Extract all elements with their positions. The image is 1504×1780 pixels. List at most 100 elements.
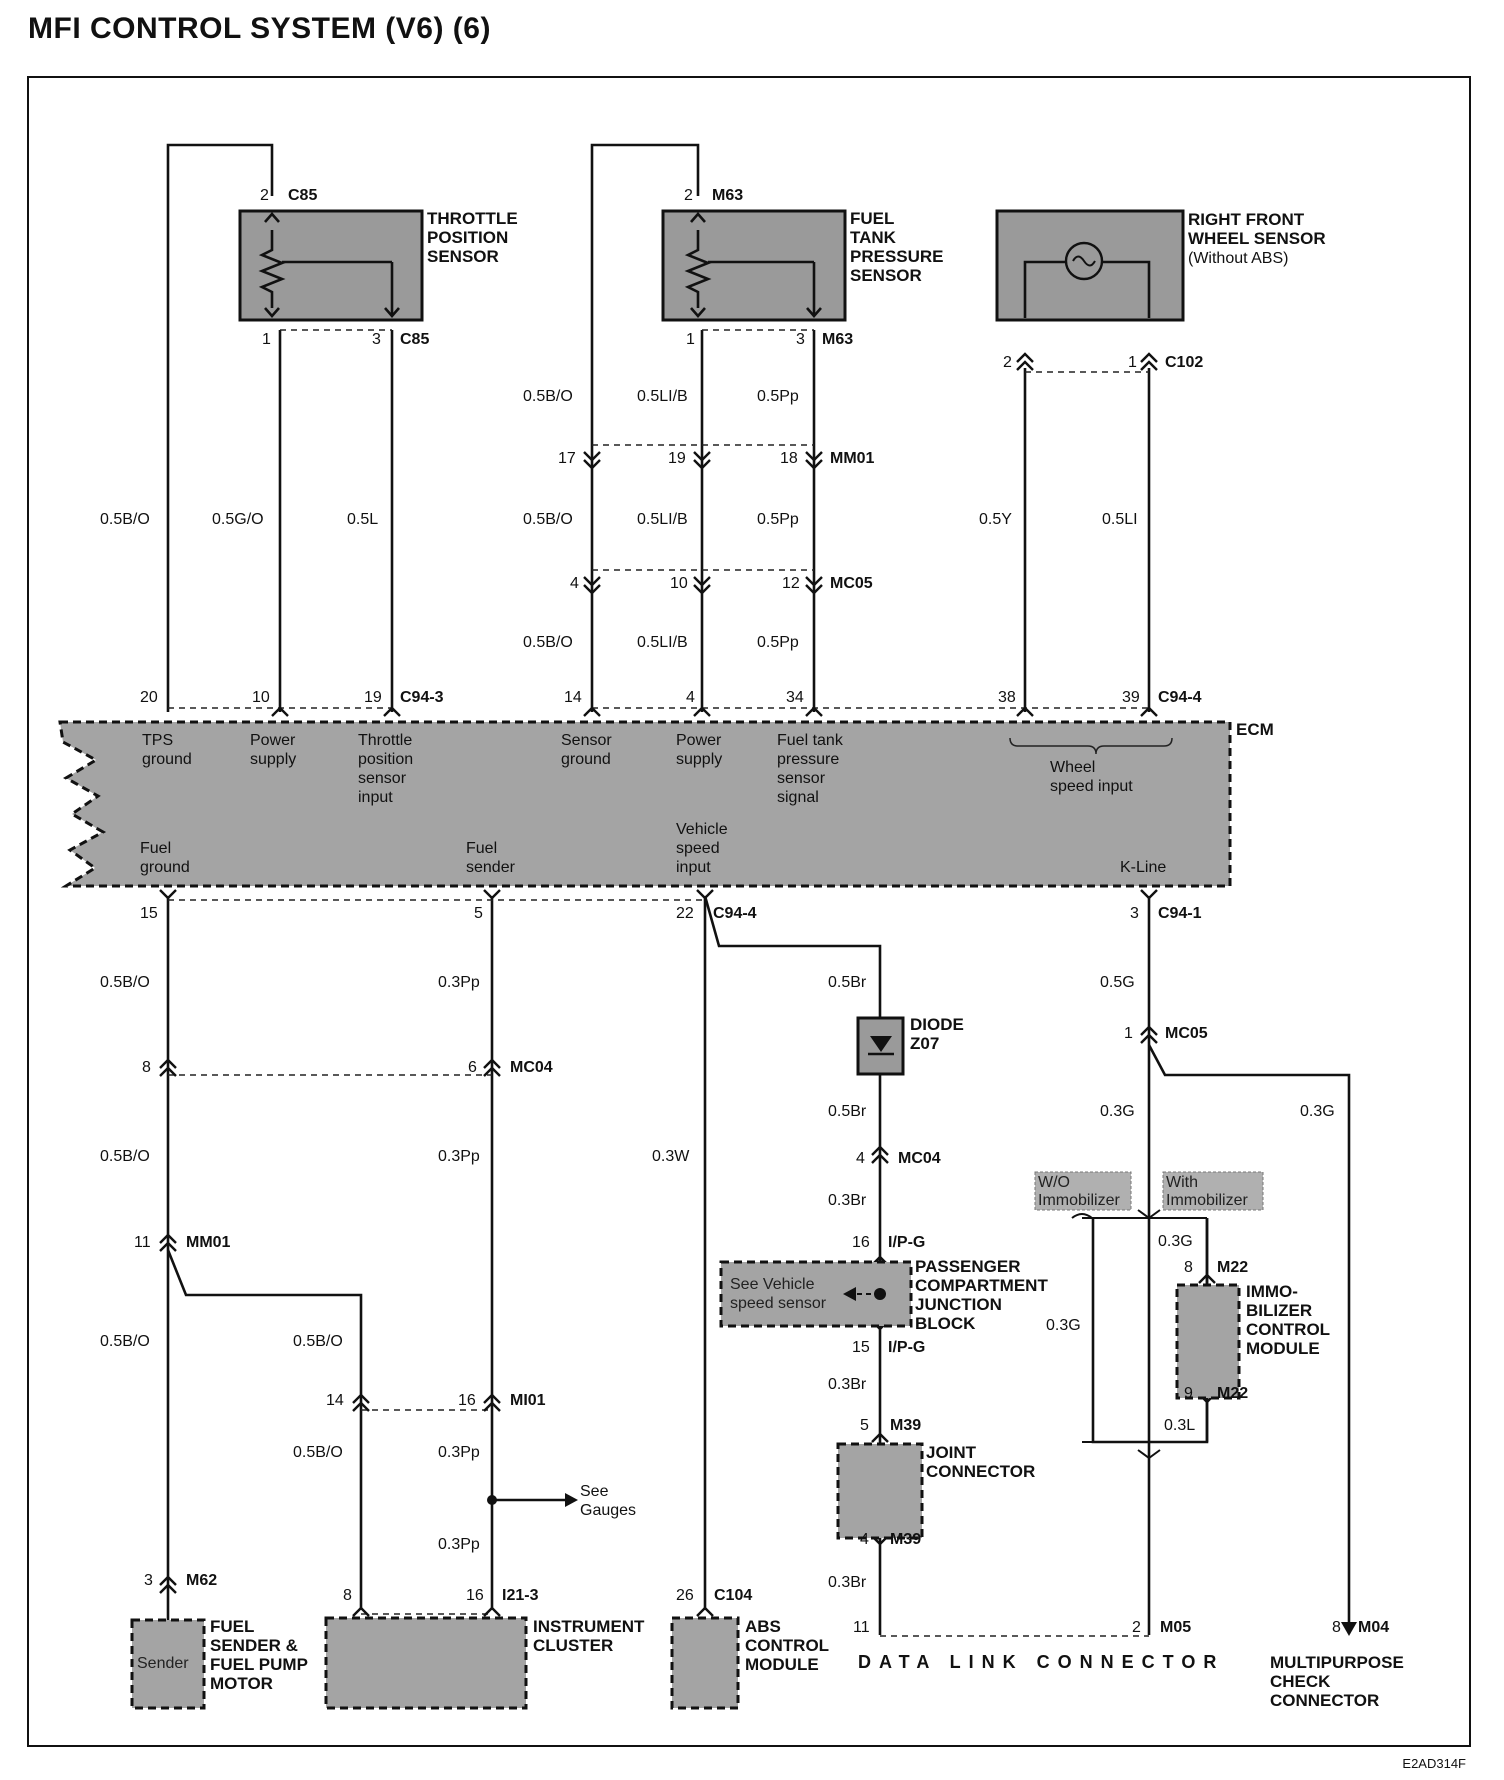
wire-vss-5: 0.3Br: [828, 1574, 867, 1591]
conn-m62: M62: [186, 1572, 217, 1589]
pin-ipg-16: 16: [852, 1234, 870, 1251]
abs-title-3: MODULE: [745, 1655, 819, 1674]
wire-fuel-sender-4: 0.3Pp: [438, 1536, 480, 1553]
pin-ecm-19: 19: [364, 689, 382, 706]
pin-ecm-5: 5: [474, 905, 483, 922]
pin-mm01-11: 11: [134, 1234, 151, 1251]
data-link-connector-label: DATA LINK CONNECTOR: [858, 1652, 1224, 1672]
fuel-sender-title-3: FUEL PUMP: [210, 1655, 308, 1674]
lower-chevrons: [159, 889, 1216, 1617]
ecm-power1-2: supply: [250, 751, 296, 768]
fuel-sender-box: [130, 1618, 206, 1710]
pin-mc05-4: 4: [570, 575, 579, 592]
junction-arrow: [843, 1287, 856, 1301]
ecm-tps-input-2: position: [358, 751, 413, 768]
ecm-wheel-speed-1: Wheel: [1050, 759, 1095, 776]
pin-i21-8: 8: [343, 1587, 352, 1604]
pin-ipg-15: 15: [852, 1339, 870, 1356]
pin-ecm-10: 10: [252, 689, 270, 706]
ftps-title-3: PRESSURE: [850, 247, 944, 266]
ftps-title-1: FUEL: [850, 209, 894, 228]
conn-c85-bottom: C85: [400, 331, 429, 348]
conn-c104: C104: [714, 1587, 752, 1604]
pin-mc05-10: 10: [670, 575, 688, 592]
wire-fuel-ground-1: 0.5B/O: [100, 974, 150, 991]
pin-mc05-12: 12: [782, 575, 800, 592]
wire-fuel-ground-3: 0.5B/O: [100, 1333, 150, 1350]
pin-m05-2: 2: [1132, 1619, 1141, 1636]
conn-mm01-bottom: MM01: [186, 1234, 231, 1251]
pcjb-title-2: COMPARTMENT: [915, 1276, 1048, 1295]
pin-mc04-6: 6: [468, 1059, 477, 1076]
conn-mi01: MI01: [510, 1392, 546, 1409]
instrument-title-1: INSTRUMENT: [533, 1617, 645, 1636]
rfws-title-2: WHEEL SENSOR: [1188, 229, 1326, 248]
tps-title-1: THROTTLE: [427, 209, 518, 228]
ecm-tps-ground-2: ground: [142, 751, 192, 768]
mpc-title-3: CONNECTOR: [1270, 1691, 1379, 1710]
conn-ipg-bottom: I/P-G: [888, 1339, 925, 1356]
lower-connector-dashes: [168, 899, 1149, 1637]
upper-chevrons: [271, 352, 1158, 717]
wire-fuel-ground-2: 0.5B/O: [100, 1148, 150, 1165]
see-gauges-1: See: [580, 1483, 609, 1500]
conn-mc05-bottom: MC05: [1165, 1025, 1208, 1042]
ecm-vehicle-speed-2: speed: [676, 840, 720, 857]
wo-immo-2: Immobilizer: [1038, 1192, 1120, 1209]
wire-tps-signal: 0.5L: [347, 511, 378, 528]
conn-m63-top: M63: [712, 187, 743, 204]
wire-fuel-sender-1: 0.3Pp: [438, 974, 480, 991]
wire-wo-immo: 0.3G: [1046, 1317, 1081, 1334]
pin-ecm-3: 3: [1130, 905, 1139, 922]
wire-abs-vss: 0.3W: [652, 1148, 690, 1165]
conn-m05: M05: [1160, 1619, 1191, 1636]
fuel-sender-inner: Sender: [137, 1655, 189, 1672]
branch-splices: [1137, 1209, 1161, 1460]
pin-m63-3: 3: [796, 331, 805, 348]
ecm-fuel-sender-2: sender: [466, 859, 516, 876]
pin-m62-3: 3: [144, 1572, 153, 1589]
ecm-ftp-signal-1: Fuel tank: [777, 732, 844, 749]
wire-ftp-ground-1: 0.5B/O: [523, 388, 573, 405]
pin-m04-8: 8: [1332, 1619, 1341, 1636]
conn-m39-bottom: M39: [890, 1531, 921, 1548]
ecm-vehicle-speed-3: input: [676, 859, 711, 876]
conn-mc04-left: MC04: [510, 1059, 553, 1076]
ecm-vehicle-speed-1: Vehicle: [676, 821, 728, 838]
pin-mm01-19: 19: [668, 450, 686, 467]
branch-bars: [1082, 1217, 1207, 1443]
wheel-speed-brace: [1009, 737, 1173, 755]
instrument-title-2: CLUSTER: [533, 1636, 613, 1655]
conn-mm01-top: MM01: [830, 450, 875, 467]
pin-ecm-15: 15: [140, 905, 158, 922]
wire-fuel-sender-3: 0.3Pp: [438, 1444, 480, 1461]
pin-c85-2: 2: [260, 187, 269, 204]
wire-ftp-power-1: 0.5LI/B: [637, 388, 688, 405]
pin-m63-1: 1: [686, 331, 695, 348]
wire-wheel-1: 0.5Y: [979, 511, 1012, 528]
ecm-sensor-ground-2: ground: [561, 751, 611, 768]
ecm-tps-input-1: Throttle: [358, 732, 412, 749]
pcjb-title-3: JUNCTION: [915, 1295, 1002, 1314]
with-immo-1: With: [1166, 1174, 1198, 1191]
abs-title-1: ABS: [745, 1617, 781, 1636]
pin-mc04-8: 8: [142, 1059, 151, 1076]
fuel-sender-title-1: FUEL: [210, 1617, 254, 1636]
mpc-title-2: CHECK: [1270, 1672, 1331, 1691]
joint-title-2: CONNECTOR: [926, 1462, 1035, 1481]
conn-c85-top: C85: [288, 187, 317, 204]
conn-m39-top: M39: [890, 1417, 921, 1434]
ecm-tps-input-4: input: [358, 789, 393, 806]
ecm-ftp-signal-4: signal: [777, 789, 819, 806]
page-title: MFI CONTROL SYSTEM (V6) (6): [28, 12, 491, 45]
pin-i21-16: 16: [466, 1587, 484, 1604]
wire-immo-in: 0.3G: [1158, 1233, 1193, 1250]
pin-mc04-4: 4: [856, 1150, 865, 1167]
wire-fuel-sender-2: 0.3Pp: [438, 1148, 480, 1165]
joint-connector: [836, 1442, 924, 1540]
pin-ecm-4: 4: [686, 689, 695, 706]
wire-vss-4: 0.3Br: [828, 1376, 867, 1393]
ecm-ftp-signal-3: sensor: [777, 770, 826, 787]
ecm-block: [58, 720, 1232, 888]
